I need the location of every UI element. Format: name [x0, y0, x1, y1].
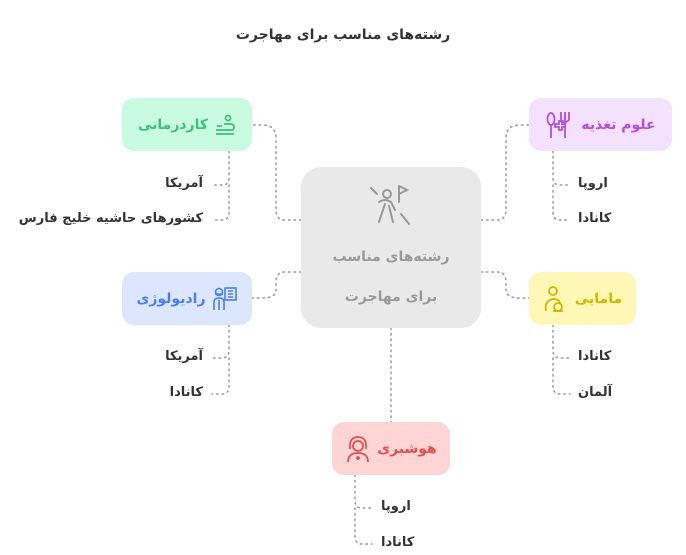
- nurse-icon: [347, 435, 370, 462]
- branch-occupational-therapy[interactable]: کاردرمانی: [122, 98, 252, 151]
- list-item: آمریکا: [165, 176, 203, 191]
- list-item: اروپا: [381, 499, 411, 514]
- center-node: رشته‌های مناسب برای مهاجرت: [301, 167, 481, 328]
- diagram-title: رشته‌های مناسب برای مهاجرت: [235, 27, 451, 43]
- list-item: کانادا: [169, 385, 203, 400]
- branch-label: هوشبری: [377, 440, 437, 457]
- branch-label: مامایی: [574, 290, 623, 307]
- branch-midwifery[interactable]: مامایی: [529, 272, 636, 325]
- branch-radiology[interactable]: رادیولوژی: [122, 272, 252, 325]
- list-item: اروپا: [578, 176, 608, 191]
- list-item: کانادا: [578, 211, 612, 226]
- branch-label: رادیولوژی: [136, 290, 206, 307]
- center-label-line1: رشته‌های مناسب: [332, 248, 450, 265]
- list-item: کانادا: [578, 349, 612, 364]
- branch-label: علوم تغذیه: [581, 116, 656, 133]
- list-item: آلمان: [578, 385, 613, 400]
- center-label-line2: برای مهاجرت: [344, 288, 438, 305]
- list-item: آمریکا: [165, 349, 203, 364]
- nutrition-icon: [547, 111, 571, 138]
- list-item: کانادا: [381, 535, 415, 550]
- branch-anesthesia[interactable]: هوشبری: [332, 422, 450, 475]
- branch-nutrition[interactable]: علوم تغذیه: [529, 98, 672, 151]
- mother-child-icon: [544, 285, 563, 312]
- person-flag-icon: [370, 184, 410, 225]
- massage-icon: [216, 114, 235, 135]
- branch-label: کاردرمانی: [137, 116, 209, 133]
- list-item: کشورهای حاشیه خلیج فارس: [18, 211, 203, 226]
- xray-icon: [212, 286, 237, 310]
